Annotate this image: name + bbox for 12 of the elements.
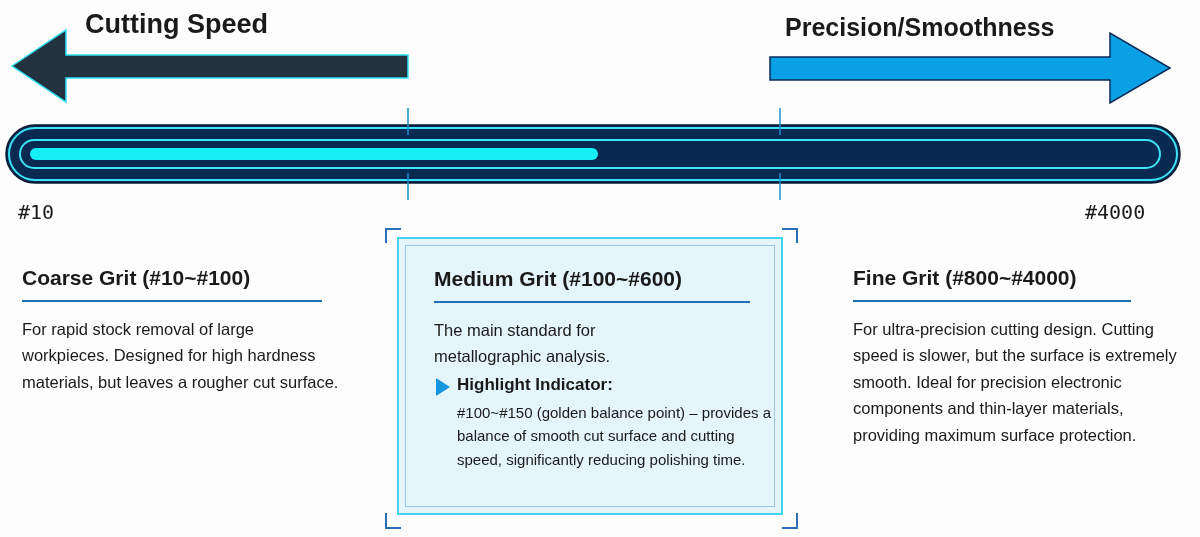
scale-label: #4000 (1085, 200, 1146, 224)
arrow-label: Cutting Speed (85, 8, 268, 41)
highlight-text: #100~#150 (golden balance point) – provides a balance of smooth cut surface and cutting speed, significantly reducing polishing time. (457, 403, 772, 470)
section-heading: Fine Grit (#800~#4000) (853, 266, 1131, 302)
section-heading: Coarse Grit (#10~#100) (22, 266, 322, 302)
arrow-label: Precision/Smoothness (785, 12, 1055, 42)
highlight-heading: Highlight Indicator: (457, 375, 613, 396)
description-text: For rapid stock removal of large workpieces. Designed for high hardness materials, but leaves a rougher cut surface. (22, 319, 340, 393)
description-text: The main standard for metallographic analysis. (434, 320, 612, 368)
panel-heading: Medium Grit (#100~#600) (434, 267, 750, 303)
description-text: For ultra-precision cutting design. Cutting speed is slower, but the surface is extremely smooth. Ideal for precision electronic components and thin-layer materials, providing maximum surface protection. (853, 319, 1178, 446)
scale-label: #10 (18, 200, 55, 224)
